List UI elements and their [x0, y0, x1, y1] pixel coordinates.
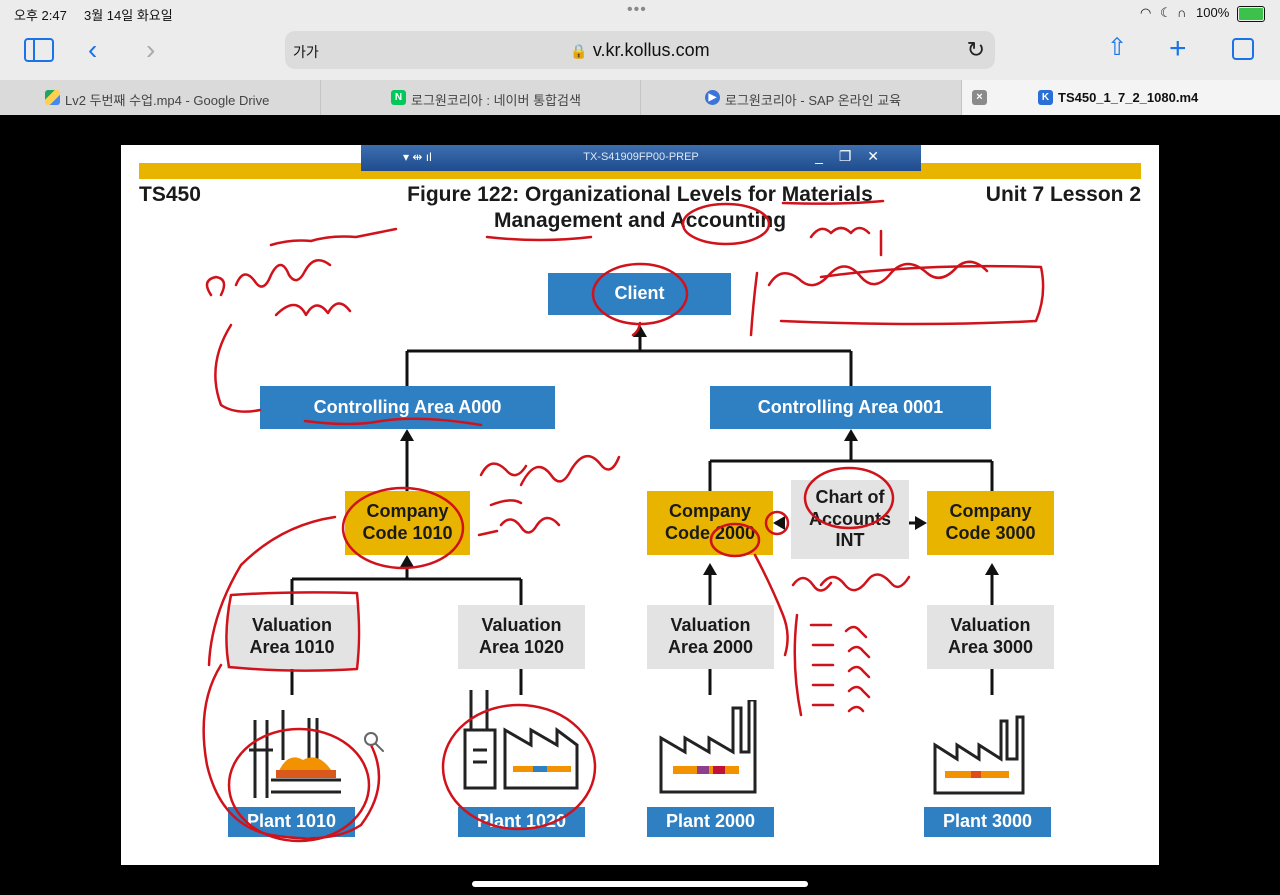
org-connectors: [290, 325, 999, 695]
window-title: TX-S41909FP00-PREP: [583, 151, 699, 163]
wifi-icon: ◠: [1140, 5, 1152, 20]
play-icon: ▶: [705, 90, 720, 105]
share-icon[interactable]: ⇧: [1107, 34, 1128, 61]
valuation-line2: Area 1020: [478, 637, 565, 657]
focus-moon-icon: ☾: [1160, 5, 1172, 20]
tab-sap-online[interactable]: ▶ 로그원코리아 - SAP 온라인 교육: [641, 80, 962, 115]
valuation-line1: Valuation: [950, 615, 1031, 636]
text-size-button[interactable]: 가가: [293, 44, 319, 60]
lesson-label: Unit 7 Lesson 2: [985, 183, 1141, 206]
window-controls-icon[interactable]: ▾ ⇹ ıl: [403, 150, 432, 164]
company-code-line1: Company: [366, 501, 449, 522]
tab-label: 로그원코리아 : 네이버 통합검색: [411, 93, 581, 108]
multitask-dots-icon[interactable]: •••: [627, 1, 647, 18]
back-icon[interactable]: ‹: [88, 34, 98, 65]
address-bar[interactable]: 가가 🔒 v.kr.kollus.com ↻: [285, 31, 995, 69]
factory-plant-icon: [659, 700, 757, 794]
valuation-line2: Area 2000: [667, 637, 754, 657]
company-code-2000: Company Code 2000: [647, 491, 773, 555]
headphones-icon: ∩: [1177, 5, 1187, 20]
valuation-area-2000: Valuation Area 2000: [647, 605, 774, 669]
remote-window-titlebar[interactable]: ▾ ⇹ ıl TX-S41909FP00-PREP _ ❐ ✕: [361, 145, 921, 171]
coa-line3: INT: [835, 530, 865, 551]
tab-bar: Lv2 두번째 수업.mp4 - Google Drive N 로그원코리아 :…: [0, 80, 1280, 115]
coa-line1: Chart of: [815, 487, 885, 508]
url-text: 🔒 v.kr.kollus.com: [285, 40, 995, 61]
google-drive-icon: [45, 90, 60, 105]
chart-of-accounts-int: Chart of Accounts INT: [791, 480, 909, 559]
company-code-line2: Code 1010: [362, 523, 453, 543]
company-code-line1: Company: [949, 501, 1032, 522]
valuation-line2: Area 1010: [249, 637, 335, 657]
course-code: TS450: [139, 183, 201, 206]
valuation-line1: Valuation: [251, 615, 332, 636]
valuation-line1: Valuation: [481, 615, 562, 636]
close-tab-icon[interactable]: ×: [972, 90, 987, 105]
reload-icon[interactable]: ↻: [966, 37, 985, 62]
naver-icon: N: [391, 90, 406, 105]
factory-plant-icon: [933, 715, 1025, 795]
tab-google-drive[interactable]: Lv2 두번째 수업.mp4 - Google Drive: [0, 80, 321, 115]
status-bar: 오후 2:47 3월 14일 화요일 ••• ◠ ☾ ∩ 100%: [0, 0, 1280, 26]
battery-percent: 100%: [1196, 5, 1230, 20]
valuation-line2: Area 3000: [947, 637, 1034, 657]
tab-ts450-video[interactable]: × K TS450_1_7_2_1080.m4: [962, 80, 1280, 115]
window-buttons-icon[interactable]: _ ❐ ✕: [815, 148, 885, 164]
plant-3000: Plant 3000: [924, 807, 1051, 837]
plant-2000: Plant 2000: [647, 807, 774, 837]
valuation-area-1010: Valuation Area 1010: [227, 605, 357, 669]
video-frame[interactable]: ▾ ⇹ ıl TX-S41909FP00-PREP _ ❐ ✕ TS450 Un…: [121, 145, 1159, 865]
new-tab-icon[interactable]: +: [1169, 32, 1187, 65]
home-indicator[interactable]: [472, 881, 808, 887]
refinery-plant-icon: [249, 710, 341, 798]
company-code-3000: Company Code 3000: [927, 491, 1054, 555]
valuation-area-1020: Valuation Area 1020: [458, 605, 585, 669]
figure-title: Figure 122: Organizational Levels for Ma…: [121, 183, 1159, 233]
tab-label: TS450_1_7_2_1080.m4: [1058, 90, 1199, 105]
forward-icon[interactable]: ›: [146, 34, 156, 65]
company-code-line2: Code 2000: [664, 523, 756, 543]
browser-toolbar: ‹ › 가가 🔒 v.kr.kollus.com ↻ ⇧ +: [0, 26, 1280, 80]
status-time: 오후 2:47: [14, 8, 67, 23]
tab-naver[interactable]: N 로그원코리아 : 네이버 통합검색: [321, 80, 641, 115]
sidebar-toggle-icon[interactable]: [24, 38, 54, 62]
battery-icon: [1237, 6, 1265, 22]
url-value: v.kr.kollus.com: [592, 40, 710, 60]
plant-1010: Plant 1010: [228, 807, 355, 837]
valuation-area-3000: Valuation Area 3000: [927, 605, 1054, 669]
valuation-line1: Valuation: [670, 615, 751, 636]
lock-icon: 🔒: [570, 43, 588, 59]
status-date: 3월 14일 화요일: [84, 8, 173, 23]
tab-label: 로그원코리아 - SAP 온라인 교육: [725, 93, 902, 108]
controlling-area-0001: Controlling Area 0001: [710, 386, 991, 429]
title-line-1: Figure 122: Organizational Levels for Ma…: [407, 183, 873, 206]
client-box: Client: [548, 273, 731, 315]
title-line-2: Management and Accounting: [493, 209, 787, 232]
handwritten-annotations: [202, 199, 1045, 843]
company-code-line2: Code 3000: [945, 523, 1036, 543]
tab-label: Lv2 두번째 수업.mp4 - Google Drive: [65, 93, 270, 108]
company-code-line1: Company: [668, 501, 751, 522]
kollus-icon: K: [1038, 90, 1053, 105]
tab-overview-icon[interactable]: [1232, 38, 1254, 60]
